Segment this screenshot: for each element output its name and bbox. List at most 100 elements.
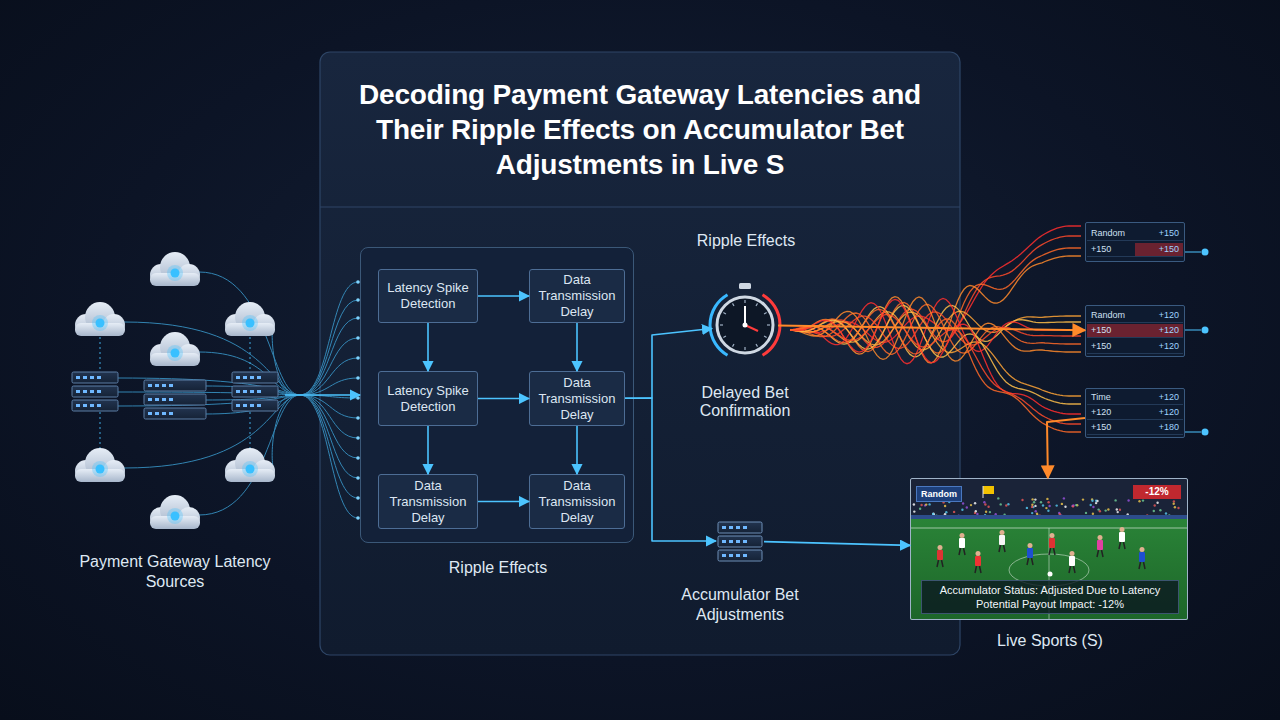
table-cell: +150 [1135,227,1183,241]
ripple-wave [790,306,1081,405]
stopwatch-tick [767,324,770,325]
title-panel [320,52,960,655]
node-label: Accumulator Bet Adjustments [650,585,830,625]
crowd-dot [1072,505,1074,507]
end-dot [1202,429,1209,436]
crowd-dot [1048,505,1050,507]
table-cell: +120 [1135,391,1183,405]
crowd-dot [1099,510,1101,512]
stopwatch-tick [744,300,745,303]
fan-wire [300,300,358,395]
crowd-dot [1021,499,1023,501]
player-leg [942,560,944,567]
server-unit [232,400,278,411]
stopwatch-button [739,283,751,289]
crowd-dot [1040,501,1042,503]
crowd-dot [1105,509,1107,511]
stopwatch-tick [744,347,745,350]
server-led [743,526,747,529]
server-led [250,390,254,393]
glow-dot [246,319,255,328]
fan-wire [300,282,358,395]
server-node: Accumulator Bet Adjustments [716,518,764,564]
table-cell: Random [1087,309,1135,323]
fan-wire [300,378,358,395]
player-leg [1032,558,1034,565]
fan-wire [300,395,358,498]
glow [167,508,183,524]
crowd-dot [1154,504,1156,506]
player-leg [1124,542,1126,549]
stopwatch-node: Delayed Bet Confirmation [712,290,778,360]
player-leg [1054,548,1056,555]
server-led [236,390,240,393]
stopwatch-tick [723,313,726,315]
crowd-dot [970,504,972,506]
table-cell: Random [1087,227,1135,241]
node-label: Latency Spike Detection [382,280,474,312]
leader-line [1185,330,1201,331]
table-cell: +150 [1087,324,1135,338]
crowd-dot [1156,502,1158,504]
table-cell: +150 [1087,421,1135,435]
server-led [257,404,261,407]
stopwatch-hand [744,306,746,325]
cloud-icon [225,448,275,482]
crowd-dot [1047,501,1049,503]
stopwatch-arc [763,295,780,356]
crowd-dot [1000,503,1002,505]
connector-arrow [427,426,429,474]
process-box: Data Transmission Delay [529,371,625,426]
glow [167,345,183,361]
crowd-dot [1127,499,1129,501]
crowd-dot [976,513,978,515]
fan-wire [300,318,358,395]
leader-line [1185,252,1201,253]
node-label: Delayed Bet Confirmation [665,384,825,420]
crowd-dot [1033,501,1035,503]
player-leg [1119,542,1121,549]
player-leg [1102,550,1104,557]
server-led [243,376,247,379]
crowd-dot [1034,505,1036,507]
flag-icon [983,486,994,494]
crowd-dot [1107,508,1109,510]
end-dot [1202,327,1209,334]
crowd-dot [953,511,955,513]
server-led [257,376,261,379]
table-cell: +120 [1135,340,1183,354]
node-label: Ripple Effects [361,558,635,578]
crowd-dot [944,505,946,507]
player-leg [999,545,1001,552]
table-cell: +120 [1135,309,1183,323]
fan-wire [300,395,358,438]
table-cell: +150 [1087,340,1135,354]
server-led [155,384,159,387]
crowd-dot [1056,504,1058,506]
crowd-dot [1035,510,1037,512]
cloud-icon [150,252,200,286]
cloud-icon [225,302,275,336]
glow [92,461,108,477]
server-led [155,398,159,401]
flag-pole [983,486,984,498]
odds-table: Random+150+150+150 [1085,222,1185,262]
ripple-wave [790,315,1081,425]
crowd-dot [919,508,921,510]
server-led [722,554,726,557]
server-led [148,384,152,387]
stopwatch-face [717,297,773,353]
process-box: Data Transmission Delay [529,269,625,323]
crowd-dot [1177,507,1179,509]
glow-dot [171,512,180,521]
process-box: Latency Spike Detection [378,371,478,426]
crowd-dot [961,509,963,511]
player-leg [1074,566,1076,573]
player-leg [1069,566,1071,573]
glow [242,315,258,331]
wire [124,322,300,395]
crowd-dot [966,506,968,508]
server-led [83,390,87,393]
crowd-dot [974,502,976,504]
